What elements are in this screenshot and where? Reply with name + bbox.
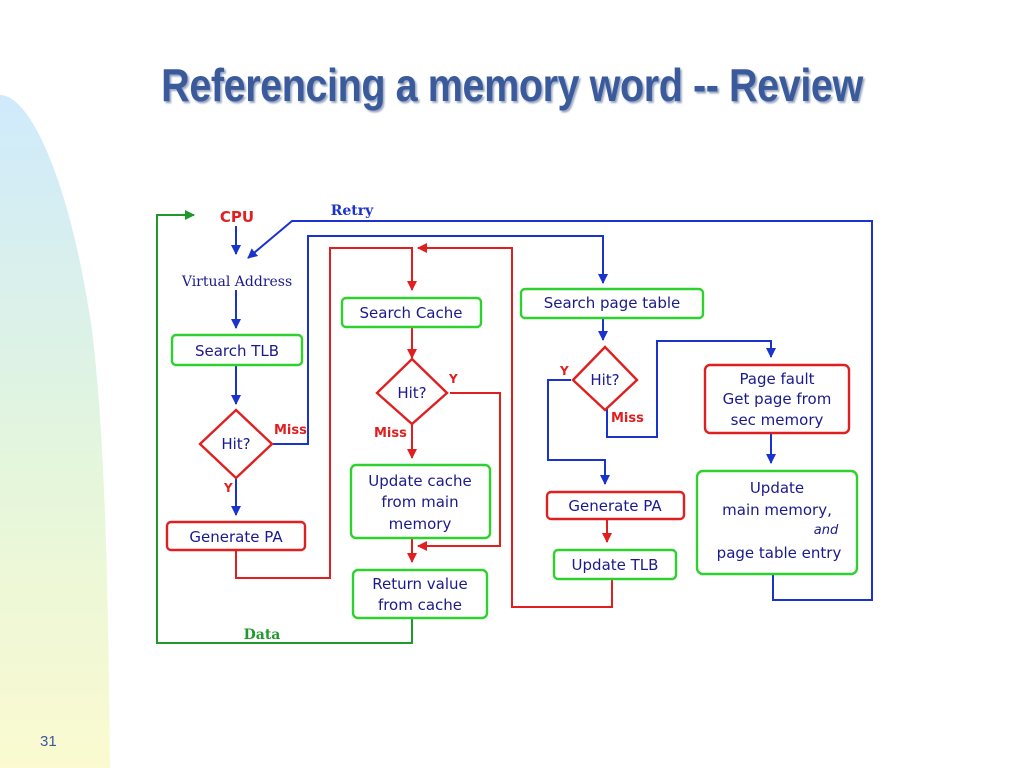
cache-miss-label: Miss — [374, 426, 407, 441]
slide-number: 31 — [40, 733, 57, 750]
update-cache-box: Update cache from main memory — [349, 463, 492, 540]
svg-text:Update TLB: Update TLB — [572, 556, 659, 574]
svg-text:page table entry: page table entry — [717, 544, 842, 562]
svg-text:Search Cache: Search Cache — [360, 304, 463, 322]
search-cache-box: Search Cache — [340, 296, 483, 329]
svg-text:from main: from main — [381, 493, 458, 511]
svg-text:Hit?: Hit? — [221, 435, 250, 453]
svg-text:Get page from: Get page from — [723, 390, 832, 408]
decorative-side-gradient — [0, 95, 110, 768]
retry-label: Retry — [331, 203, 374, 219]
update-tlb-box: Update TLB — [552, 548, 678, 581]
svg-text:from cache: from cache — [378, 596, 462, 614]
virtual-address-label: Virtual Address — [181, 274, 292, 290]
page-table-miss-label: Miss — [611, 411, 644, 426]
cpu-label: CPU — [220, 208, 254, 226]
tlb-miss-label: Miss — [274, 423, 307, 438]
svg-text:Update cache: Update cache — [368, 472, 472, 490]
svg-text:Search page table: Search page table — [544, 294, 681, 312]
page-table-yes-label: Y — [559, 364, 569, 378]
generate-pa-box-2: Generate PA — [545, 490, 686, 521]
return-value-box: Return value from cache — [351, 568, 489, 620]
update-main-memory-box: Update main memory, and page table entry — [695, 469, 859, 576]
connector-lines — [156, 210, 873, 644]
svg-text:and: and — [814, 523, 839, 538]
svg-text:Search TLB: Search TLB — [195, 342, 279, 360]
generate-pa-box-1: Generate PA — [165, 520, 307, 552]
svg-text:Generate PA: Generate PA — [568, 497, 662, 515]
cache-yes-label: Y — [448, 372, 458, 386]
page-fault-box: Page fault Get page from sec memory — [703, 363, 851, 435]
slide-title: Referencing a memory word -- Review — [161, 59, 863, 111]
tlb-hit-decision: Hit? — [198, 408, 274, 480]
svg-text:Hit?: Hit? — [590, 371, 619, 389]
cache-hit-decision: Hit? — [375, 357, 449, 426]
svg-text:Update: Update — [750, 479, 804, 497]
svg-text:Page fault: Page fault — [739, 370, 814, 388]
svg-text:main memory,: main memory, — [722, 501, 832, 519]
search-page-table-box: Search page table — [519, 287, 705, 320]
svg-text:Generate PA: Generate PA — [189, 528, 283, 546]
data-label: Data — [244, 627, 281, 643]
svg-text:sec memory: sec memory — [731, 411, 824, 429]
svg-text:Hit?: Hit? — [397, 384, 426, 402]
search-tlb-box: Search TLB — [170, 333, 304, 367]
svg-text:Return value: Return value — [372, 575, 468, 593]
svg-text:memory: memory — [389, 515, 452, 533]
tlb-yes-label: Y — [223, 481, 233, 495]
page-table-hit-decision: Hit? — [571, 345, 639, 412]
